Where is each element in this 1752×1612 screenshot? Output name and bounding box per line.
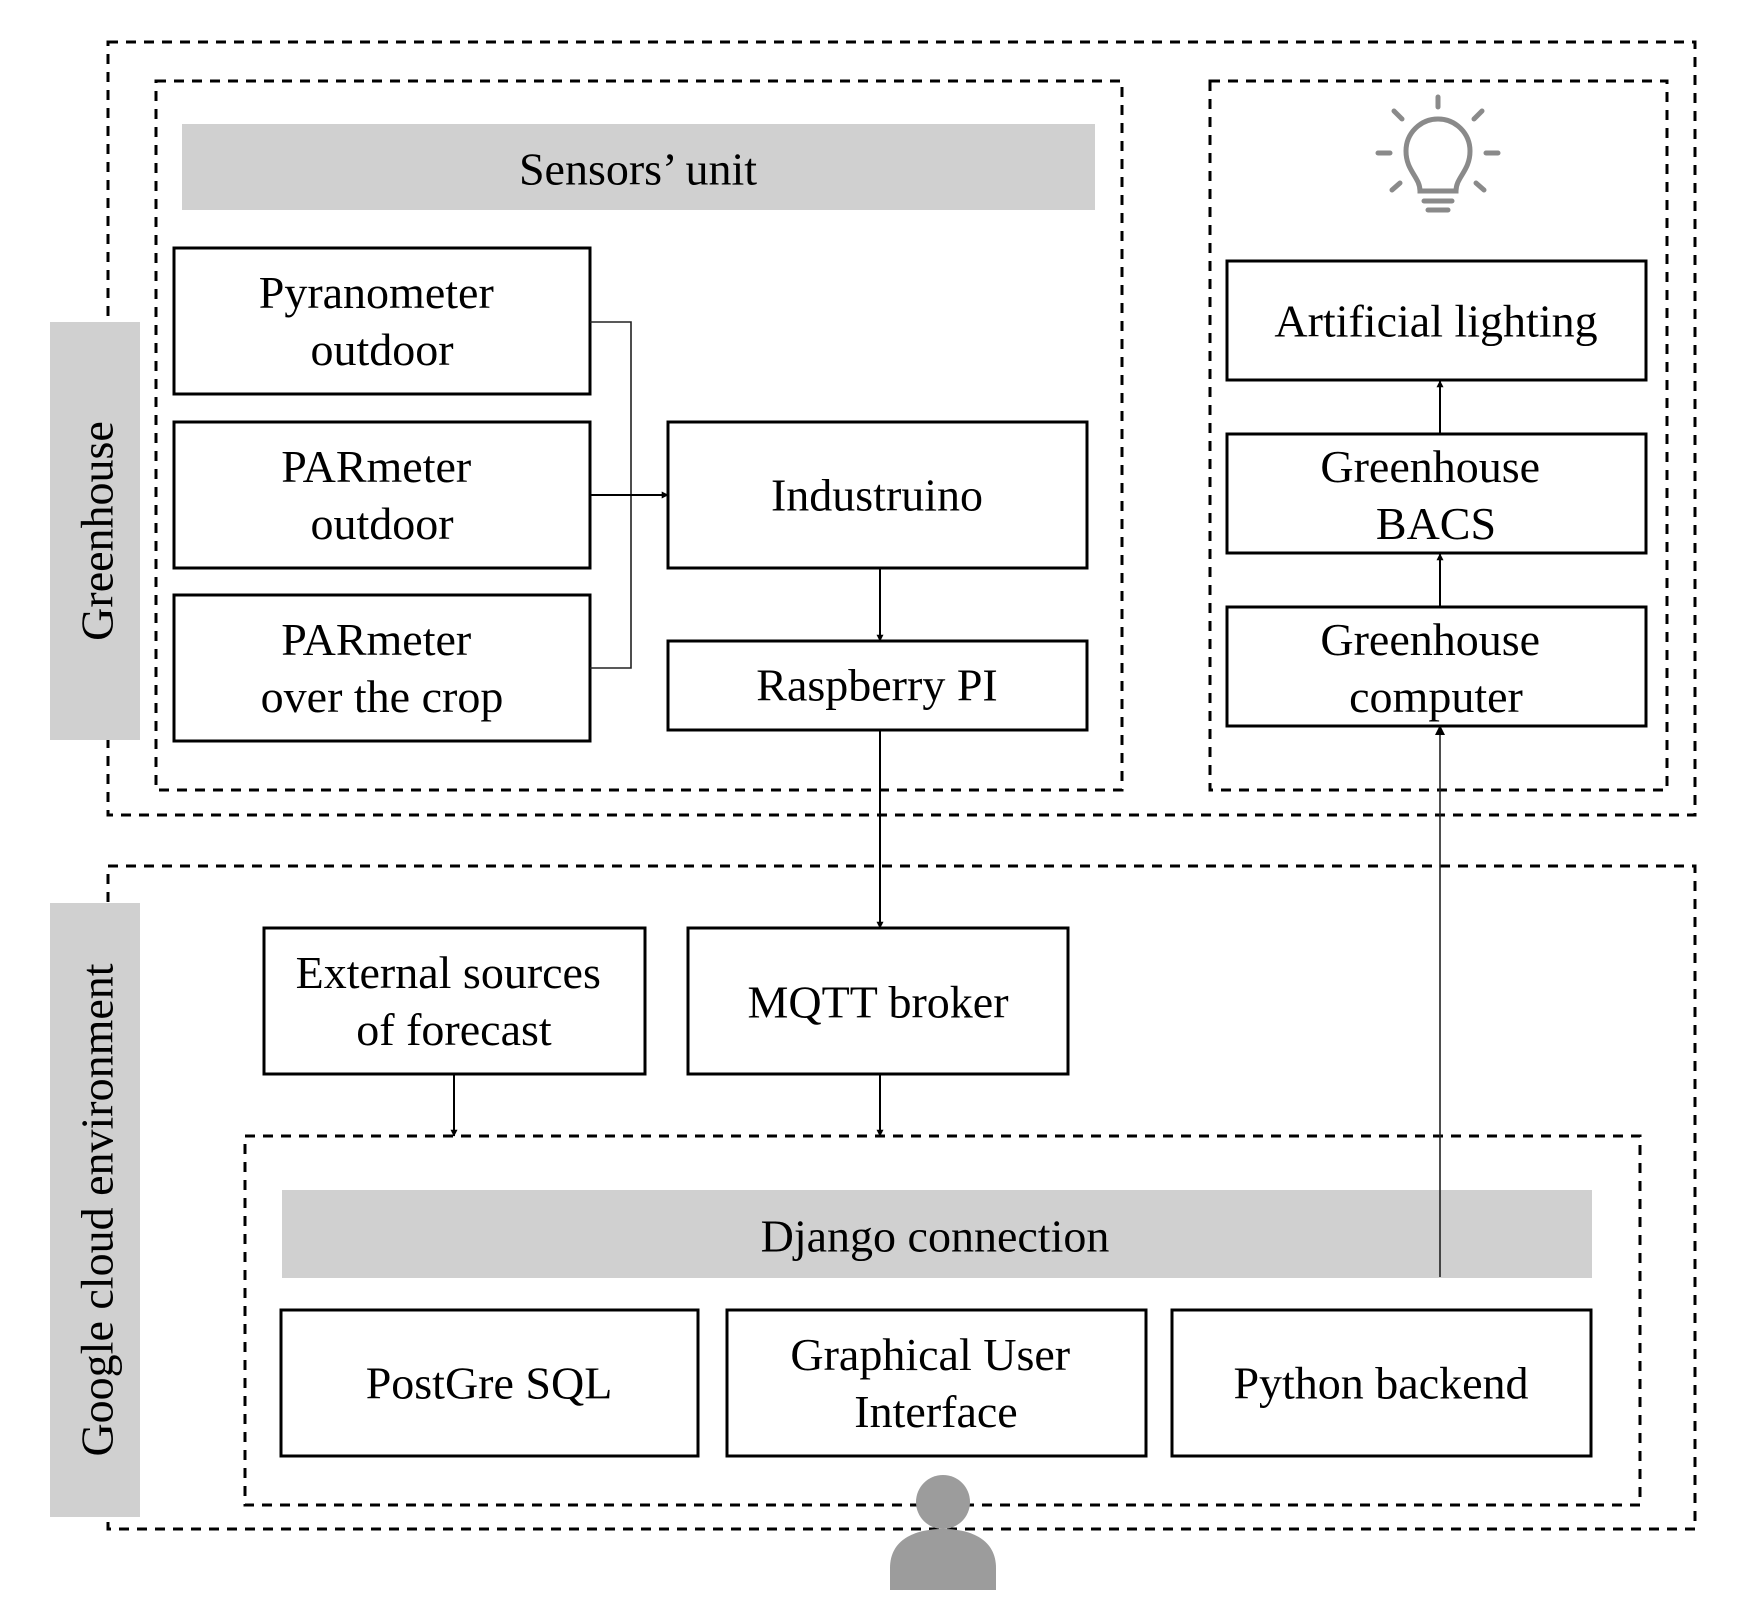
sensors-unit-header: [182, 124, 1095, 210]
computer-line-2: computer: [1349, 671, 1523, 722]
greenhouse-label-band: [50, 322, 140, 740]
gui-line-2: Interface: [854, 1386, 1017, 1437]
cloud-region: [106, 864, 1697, 1531]
parmeter-outdoor-box: PARmeter outdoor: [172, 420, 592, 570]
computer-line-1: Greenhouse: [1320, 614, 1540, 665]
artificial-lighting-label: Artificial lighting: [1274, 296, 1597, 347]
parmeter-crop-line-1: PARmeter: [281, 614, 471, 665]
external-line-1: External sources: [296, 947, 601, 998]
sensors-unit-title: Sensors’ unit: [519, 144, 757, 195]
lightbulb-icon: [1375, 94, 1501, 213]
greenhouse-computer-box: Greenhouse computer: [1225, 605, 1648, 728]
postgres-label: PostGre SQL: [366, 1358, 613, 1409]
bacs-line-2: BACS: [1376, 498, 1496, 549]
user-icon: [890, 1475, 996, 1590]
pyranometer-outdoor-box: Pyranometer outdoor: [172, 246, 592, 396]
pyranometer-line-1: Pyranometer: [259, 267, 494, 318]
raspberry-pi-box: Raspberry PI: [666, 639, 1089, 732]
svg-text:PARmeter over the crop: PARmeter over the crop: [261, 614, 504, 722]
greenhouse-label: Greenhouse: [72, 421, 123, 641]
external-line-2: of forecast: [356, 1004, 552, 1055]
cloud-label-band: [50, 903, 140, 1517]
cloud-label: Google cloud environment: [72, 963, 123, 1456]
django-header: [282, 1190, 1592, 1278]
python-backend-box: Python backend: [1170, 1308, 1593, 1458]
svg-text:Greenhouse computer: Greenhouse computer: [1320, 614, 1551, 722]
mqtt-broker-label: MQTT broker: [747, 977, 1008, 1028]
parmeter-crop-box: PARmeter over the crop: [172, 593, 592, 743]
svg-text:Pyranometer outdoor: Pyranometer outdoor: [259, 267, 506, 375]
svg-text:Greenhouse BACS: Greenhouse BACS: [1320, 441, 1551, 549]
django-title: Django connection: [761, 1211, 1110, 1262]
svg-text:PARmeter outdoor: PARmeter outdoor: [281, 441, 482, 549]
parmeter-outdoor-line-1: PARmeter: [281, 441, 471, 492]
raspberry-pi-label: Raspberry PI: [756, 660, 997, 711]
parmeter-outdoor-line-2: outdoor: [310, 498, 453, 549]
lighting-region: [1208, 79, 1669, 792]
postgres-box: PostGre SQL: [279, 1308, 700, 1458]
svg-text:Graphical User Interface: Graphical User Interface: [790, 1329, 1081, 1437]
parmeter-crop-line-2: over the crop: [261, 671, 504, 722]
sensors-unit-region: [154, 79, 1124, 792]
python-backend-label: Python backend: [1233, 1358, 1528, 1409]
mqtt-broker-box: MQTT broker: [686, 926, 1070, 1076]
industruino-label: Industruino: [771, 470, 983, 521]
greenhouse-bacs-box: Greenhouse BACS: [1225, 432, 1648, 555]
artificial-lighting-box: Artificial lighting: [1225, 259, 1648, 382]
gui-box: Graphical User Interface: [725, 1308, 1148, 1458]
industruino-box: Industruino: [666, 420, 1089, 570]
bacs-line-1: Greenhouse: [1320, 441, 1540, 492]
svg-text:External sources of fore: External sources of forecast: [296, 947, 613, 1055]
greenhouse-region: [106, 40, 1697, 817]
pyranometer-line-2: outdoor: [310, 324, 453, 375]
external-sources-box: External sources of forecast: [262, 926, 647, 1076]
gui-line-1: Graphical User: [790, 1329, 1070, 1380]
